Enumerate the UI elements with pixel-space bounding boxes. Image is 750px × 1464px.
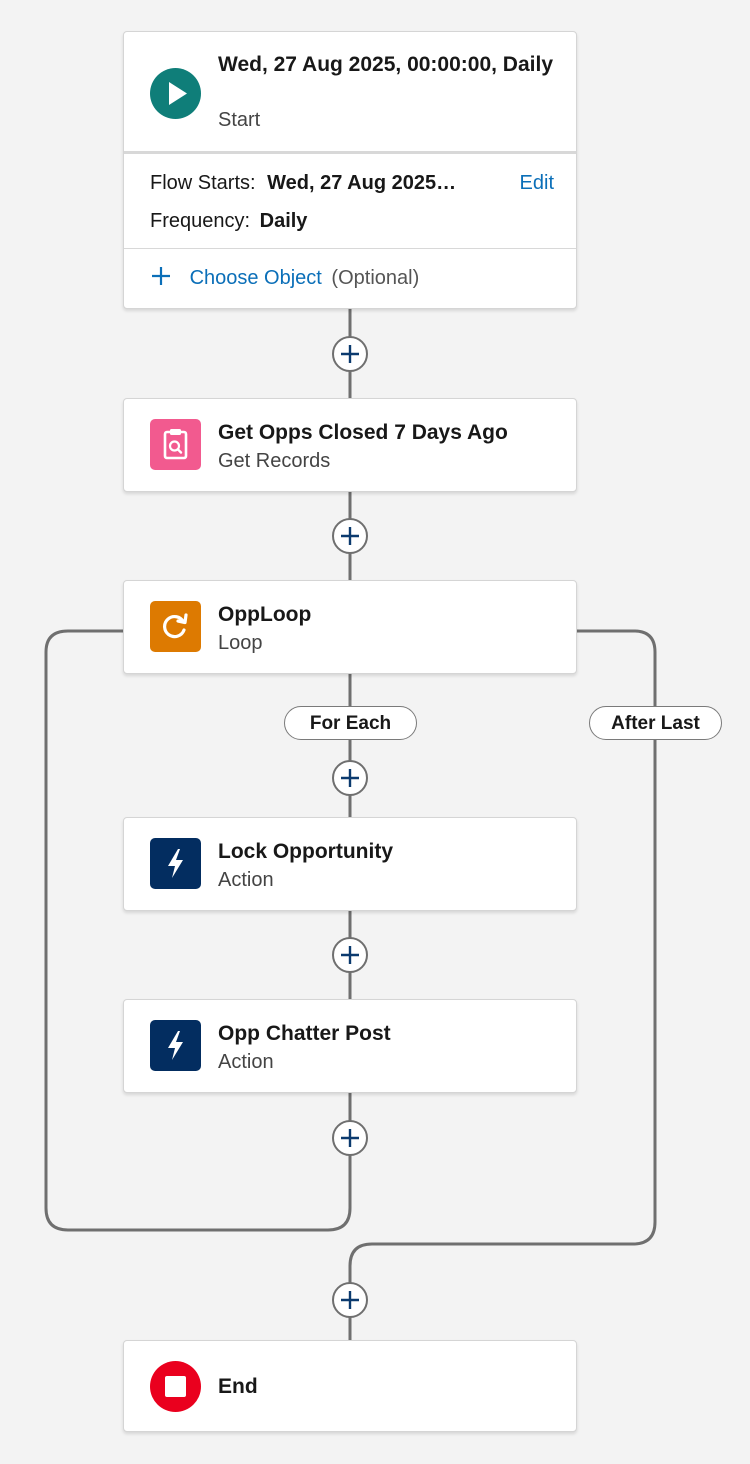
play-icon	[150, 68, 201, 119]
plus-icon	[341, 527, 359, 545]
plus-icon	[150, 265, 176, 291]
add-element-button[interactable]	[332, 1120, 368, 1156]
for-each-label: For Each	[284, 706, 417, 740]
lock-opportunity-title: Lock Opportunity	[218, 840, 393, 863]
get-records-card[interactable]: Get Opps Closed 7 Days Ago Get Records	[123, 398, 577, 492]
loop-card[interactable]: OppLoop Loop	[123, 580, 577, 674]
add-element-button[interactable]	[332, 937, 368, 973]
plus-icon	[341, 1129, 359, 1147]
start-element-card[interactable]: Wed, 27 Aug 2025, 00:00:00, Daily Start …	[123, 31, 577, 309]
choose-object-row[interactable]: Choose Object (Optional)	[150, 265, 419, 291]
flow-starts-row: Flow Starts: Wed, 27 Aug 2025…	[150, 170, 456, 196]
loop-title: OppLoop	[218, 603, 312, 626]
flow-starts-value: Wed, 27 Aug 2025…	[267, 172, 457, 194]
choose-object-optional: (Optional)	[331, 267, 420, 289]
start-body-divider	[124, 248, 576, 249]
lightning-icon	[150, 838, 201, 889]
end-title: End	[218, 1375, 258, 1398]
frequency-row: Frequency: Daily	[150, 208, 307, 234]
opp-chatter-post-title: Opp Chatter Post	[218, 1022, 391, 1045]
choose-object-link[interactable]: Choose Object	[189, 267, 322, 289]
plus-icon	[341, 345, 359, 363]
lightning-icon	[150, 1020, 201, 1071]
plus-icon	[341, 1291, 359, 1309]
loop-subtitle: Loop	[218, 632, 263, 654]
lock-opportunity-card[interactable]: Lock Opportunity Action	[123, 817, 577, 911]
plus-icon	[341, 769, 359, 787]
end-card[interactable]: End	[123, 1340, 577, 1432]
stop-icon	[150, 1361, 201, 1412]
opp-chatter-post-card[interactable]: Opp Chatter Post Action	[123, 999, 577, 1093]
loop-icon	[150, 601, 201, 652]
add-element-button[interactable]	[332, 518, 368, 554]
start-subtitle: Start	[218, 109, 261, 131]
opp-chatter-post-subtitle: Action	[218, 1051, 274, 1073]
add-element-button[interactable]	[332, 336, 368, 372]
get-records-title: Get Opps Closed 7 Days Ago	[218, 421, 508, 444]
plus-icon	[341, 946, 359, 964]
add-element-button[interactable]	[332, 760, 368, 796]
clipboard-search-icon	[150, 419, 201, 470]
frequency-label: Frequency:	[150, 210, 251, 232]
edit-schedule-link[interactable]: Edit	[519, 172, 554, 194]
get-records-subtitle: Get Records	[218, 450, 331, 472]
start-title: Wed, 27 Aug 2025, 00:00:00, Daily	[218, 53, 553, 76]
flow-starts-label: Flow Starts:	[150, 172, 256, 194]
start-header-divider	[124, 151, 576, 154]
add-element-button[interactable]	[332, 1282, 368, 1318]
frequency-value: Daily	[259, 210, 308, 232]
after-last-label: After Last	[589, 706, 722, 740]
lock-opportunity-subtitle: Action	[218, 869, 274, 891]
